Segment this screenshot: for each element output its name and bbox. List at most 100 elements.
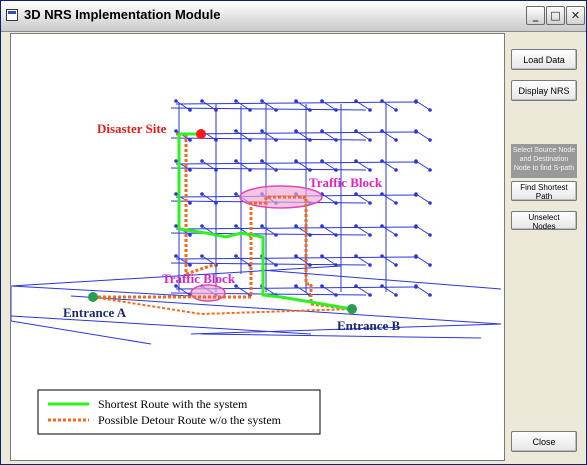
network-link bbox=[200, 333, 482, 339]
network-node bbox=[174, 159, 178, 163]
disaster-site-node[interactable] bbox=[196, 129, 206, 139]
minimize-button[interactable]: _ bbox=[526, 6, 545, 25]
network-link bbox=[321, 255, 337, 266]
network-link bbox=[201, 255, 217, 266]
network-node bbox=[234, 224, 238, 228]
network-node bbox=[368, 263, 372, 267]
network-node bbox=[334, 108, 338, 112]
network-node bbox=[380, 159, 384, 163]
network-node bbox=[380, 254, 384, 258]
network-link bbox=[321, 285, 337, 296]
network-link bbox=[170, 167, 367, 171]
network-node bbox=[380, 99, 384, 103]
load-data-button[interactable]: Load Data bbox=[511, 49, 577, 70]
network-node bbox=[320, 129, 324, 133]
network-node bbox=[354, 99, 358, 103]
network-node bbox=[354, 192, 358, 196]
network-node bbox=[260, 99, 264, 103]
network-node bbox=[294, 224, 298, 228]
network-node bbox=[234, 159, 238, 163]
network-node bbox=[294, 254, 298, 258]
network-node bbox=[200, 224, 204, 228]
network-node bbox=[274, 263, 278, 267]
network-node bbox=[274, 233, 278, 237]
network-node bbox=[414, 285, 418, 289]
network-node bbox=[414, 100, 418, 104]
disaster-site-label: Disaster Site bbox=[97, 121, 167, 136]
network-link bbox=[235, 160, 251, 171]
network-link bbox=[201, 100, 217, 111]
network-node bbox=[428, 263, 432, 267]
network-node bbox=[200, 159, 204, 163]
network-link bbox=[381, 160, 397, 171]
entrance-b-node[interactable] bbox=[347, 304, 357, 314]
network-node bbox=[320, 284, 324, 288]
network-link bbox=[381, 285, 397, 296]
network-node bbox=[234, 254, 238, 258]
network-node bbox=[294, 284, 298, 288]
network-node bbox=[354, 224, 358, 228]
close-window-button[interactable]: ✕ bbox=[566, 6, 585, 25]
network-node bbox=[380, 129, 384, 133]
maximize-button[interactable]: □ bbox=[546, 6, 565, 25]
network-link bbox=[190, 323, 502, 335]
unselect-nodes-button[interactable]: Unselect Nodes bbox=[511, 211, 577, 231]
network-link bbox=[355, 193, 371, 204]
network-link bbox=[10, 265, 342, 287]
network-node bbox=[188, 201, 192, 205]
network-node bbox=[394, 263, 398, 267]
network-link bbox=[175, 285, 191, 296]
network-node bbox=[234, 99, 238, 103]
window-title: 3D NRS Implementation Module bbox=[24, 7, 221, 22]
network-node bbox=[308, 138, 312, 142]
entrance-b-label: Entrance B bbox=[337, 318, 401, 333]
network-node bbox=[368, 138, 372, 142]
network-link bbox=[415, 130, 431, 141]
network-link bbox=[355, 130, 371, 141]
network-link bbox=[321, 160, 337, 171]
display-nrs-button[interactable]: Display NRS bbox=[511, 80, 577, 101]
network-node bbox=[334, 138, 338, 142]
selection-hint: Select Source Node and Destination Node … bbox=[511, 144, 577, 178]
network-link bbox=[415, 285, 431, 296]
network-node bbox=[334, 168, 338, 172]
network-link bbox=[415, 255, 431, 266]
network-link bbox=[170, 262, 367, 266]
network-node bbox=[274, 108, 278, 112]
network-node bbox=[294, 129, 298, 133]
network-node bbox=[368, 168, 372, 172]
network-node bbox=[274, 138, 278, 142]
detour-route bbox=[93, 195, 353, 311]
network-node bbox=[428, 293, 432, 297]
detour-route-return bbox=[92, 296, 353, 316]
network-link bbox=[70, 295, 502, 325]
traffic-block-upper-label: Traffic Block bbox=[309, 175, 383, 190]
network-link bbox=[235, 130, 251, 141]
network-scene[interactable]: Disaster Site Traffic Block Traffic Bloc… bbox=[10, 34, 504, 460]
network-link bbox=[355, 100, 371, 111]
network-node bbox=[394, 168, 398, 172]
network-view[interactable]: Disaster Site Traffic Block Traffic Bloc… bbox=[10, 33, 505, 461]
title-bar[interactable]: 3D NRS Implementation Module _ □ ✕ bbox=[1, 1, 586, 32]
network-node bbox=[320, 224, 324, 228]
network-link bbox=[295, 285, 311, 296]
entrance-a-label: Entrance A bbox=[63, 305, 127, 320]
network-link bbox=[261, 130, 277, 141]
network-link bbox=[321, 193, 337, 204]
find-shortest-path-button[interactable]: Find Shortest Path bbox=[511, 181, 577, 201]
network-link bbox=[295, 160, 311, 171]
network-node bbox=[414, 225, 418, 229]
network-node bbox=[248, 108, 252, 112]
network-link bbox=[175, 101, 417, 105]
network-node bbox=[188, 263, 192, 267]
close-button[interactable]: Close bbox=[511, 431, 577, 452]
network-node bbox=[354, 129, 358, 133]
traffic-block-lower-marker bbox=[190, 284, 226, 302]
network-link bbox=[381, 100, 397, 111]
entrance-a-node[interactable] bbox=[88, 292, 98, 302]
network-node bbox=[308, 233, 312, 237]
network-node bbox=[200, 192, 204, 196]
network-node bbox=[174, 224, 178, 228]
network-node bbox=[188, 138, 192, 142]
